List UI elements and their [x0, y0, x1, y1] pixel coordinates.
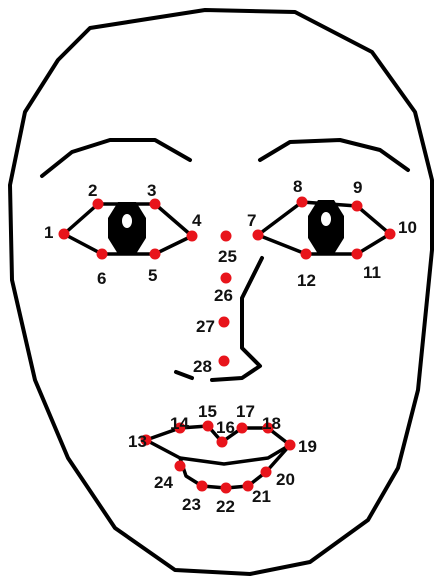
- landmark-label-6: 6: [97, 269, 106, 288]
- landmark-dot-7: [253, 230, 264, 241]
- landmark-dot-25: [221, 231, 232, 242]
- landmark-dot-27: [219, 317, 230, 328]
- landmark-label-13: 13: [128, 432, 147, 451]
- landmark-label-25: 25: [218, 247, 237, 266]
- landmark-dot-19: [285, 440, 296, 451]
- landmark-dot-23: [197, 481, 208, 492]
- landmark-label-26: 26: [214, 286, 233, 305]
- landmark-label-24: 24: [154, 473, 173, 492]
- lower-lip: [180, 445, 290, 488]
- landmark-dot-12: [301, 249, 312, 260]
- landmark-label-16: 16: [216, 418, 235, 437]
- landmark-dot-8: [297, 197, 308, 208]
- left-eyebrow: [42, 140, 190, 176]
- nostril-left: [176, 372, 192, 378]
- landmark-label-14: 14: [170, 414, 189, 433]
- landmark-dot-2: [93, 199, 104, 210]
- landmark-label-10: 10: [398, 218, 417, 237]
- landmark-dot-20: [261, 467, 272, 478]
- landmark-dot-16: [217, 437, 228, 448]
- landmark-dot-26: [221, 273, 232, 284]
- landmark-label-23: 23: [182, 495, 201, 514]
- right-eyebrow: [260, 140, 408, 170]
- landmark-label-5: 5: [148, 266, 157, 285]
- landmark-dot-11: [352, 249, 363, 260]
- landmark-label-18: 18: [262, 414, 281, 433]
- landmark-label-2: 2: [88, 181, 97, 200]
- landmark-label-15: 15: [198, 402, 217, 421]
- landmark-label-11: 11: [363, 263, 381, 282]
- landmark-label-27: 27: [196, 317, 215, 336]
- landmark-dot-4: [187, 231, 198, 242]
- landmark-dot-15: [203, 421, 214, 432]
- landmark-dot-10: [385, 229, 396, 240]
- landmark-label-17: 17: [236, 402, 255, 421]
- right-pupil: [308, 200, 344, 254]
- landmark-dot-5: [150, 249, 161, 260]
- landmark-label-1: 1: [44, 223, 53, 242]
- landmark-dot-28: [219, 356, 230, 367]
- landmark-label-12: 12: [297, 271, 316, 290]
- landmark-label-4: 4: [192, 211, 202, 230]
- right-pupil-highlight: [321, 212, 331, 226]
- left-pupil-highlight: [122, 214, 132, 228]
- landmark-label-20: 20: [276, 470, 295, 489]
- landmark-label-3: 3: [147, 181, 156, 200]
- landmark-dot-1: [59, 229, 70, 240]
- landmark-dot-22: [221, 483, 232, 494]
- landmark-dot-6: [97, 249, 108, 260]
- landmark-label-7: 7: [247, 211, 256, 230]
- landmark-label-22: 22: [216, 497, 235, 516]
- landmark-dot-9: [352, 201, 363, 212]
- landmark-label-21: 21: [252, 487, 271, 506]
- landmark-label-28: 28: [193, 357, 212, 376]
- landmark-dot-24: [175, 461, 186, 472]
- landmark-label-8: 8: [293, 177, 302, 196]
- landmark-dot-3: [150, 199, 161, 210]
- landmark-dot-17: [237, 423, 248, 434]
- landmark-label-9: 9: [353, 178, 362, 197]
- landmark-label-19: 19: [298, 437, 317, 456]
